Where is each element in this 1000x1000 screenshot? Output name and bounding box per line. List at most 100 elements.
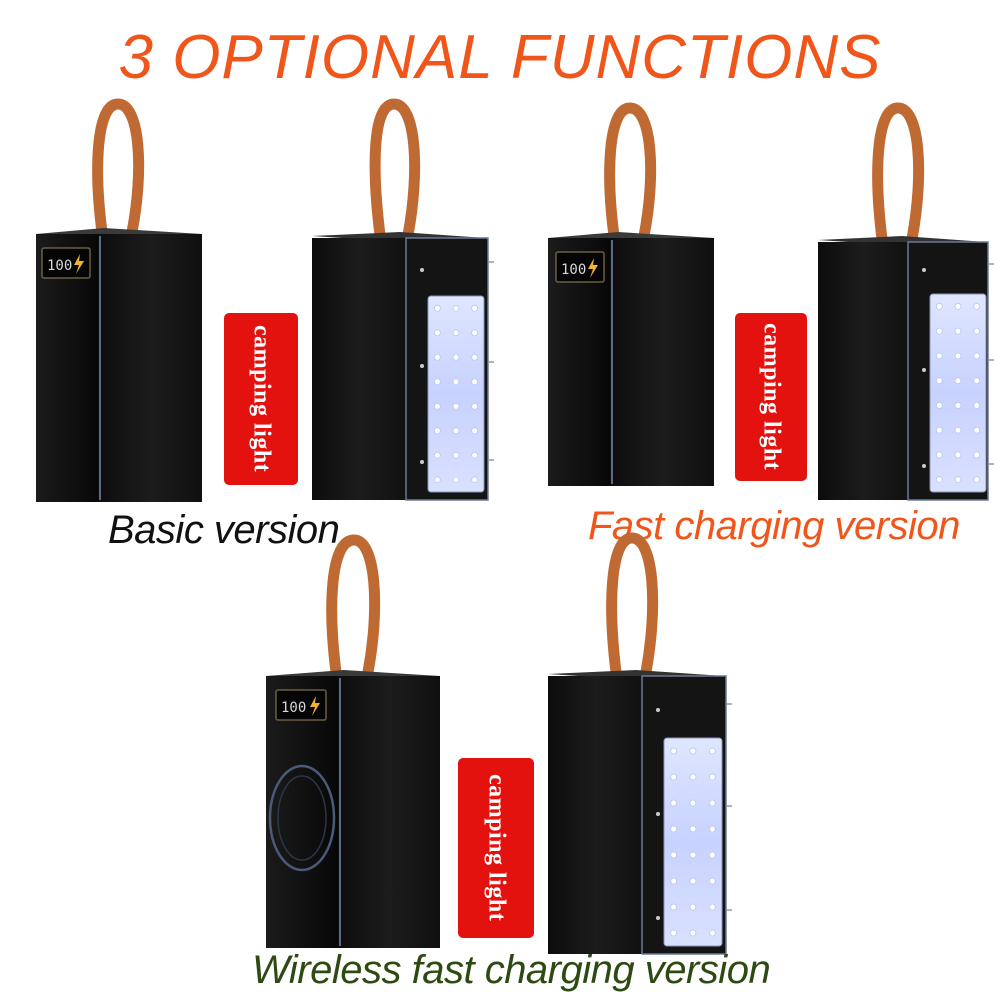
led-dot (433, 402, 441, 410)
camping-light-badge: camping light (458, 758, 534, 938)
charging-bolt-icon (74, 254, 84, 274)
charging-bolt-icon (310, 696, 320, 716)
led-dot (471, 378, 479, 386)
led-grid (670, 747, 716, 937)
power-bank-lamp-open (312, 98, 494, 501)
caption-basic: Basic version (108, 508, 340, 552)
caption-fast-charging: Fast charging version (588, 504, 960, 548)
led-dot (670, 929, 678, 937)
charging-bolt-icon (588, 258, 598, 278)
led-dot (452, 476, 460, 484)
led-dot (471, 402, 479, 410)
power-bank-lamp-open (818, 102, 994, 501)
led-dot (670, 799, 678, 807)
led-dot (471, 304, 479, 312)
led-dot (708, 851, 716, 859)
power-bank-lamp-open (548, 532, 732, 955)
led-dot (935, 302, 943, 310)
led-dot (935, 401, 943, 409)
led-dot (670, 773, 678, 781)
led-dot (973, 401, 981, 409)
strap-icon (92, 98, 145, 238)
led-dot (973, 327, 981, 335)
led-dot (689, 877, 697, 885)
led-dot (452, 304, 460, 312)
led-dot (973, 352, 981, 360)
camping-light-badge: camping light (224, 313, 298, 485)
led-dot (670, 877, 678, 885)
led-grid (433, 304, 479, 484)
led-dot (708, 877, 716, 885)
display-readout: 100 (561, 262, 586, 278)
led-dot (954, 352, 962, 360)
power-bank-front: 100 (36, 98, 202, 502)
led-dot (433, 304, 441, 312)
led-dot (452, 402, 460, 410)
led-dot (954, 377, 962, 385)
led-dot (973, 451, 981, 459)
led-dot (433, 353, 441, 361)
headline: 3 OPTIONAL FUNCTIONS (118, 23, 882, 92)
led-dot (973, 302, 981, 310)
led-dot (954, 426, 962, 434)
caption-wireless: Wireless fast charging version (252, 948, 771, 992)
led-dot (973, 426, 981, 434)
led-dot (471, 329, 479, 337)
led-dot (689, 929, 697, 937)
led-dot (689, 825, 697, 833)
wireless-charging-pad-icon (268, 764, 336, 872)
led-dot (689, 799, 697, 807)
display-readout: 100 (281, 700, 306, 716)
led-dot (708, 773, 716, 781)
led-dot (954, 302, 962, 310)
led-dot (954, 401, 962, 409)
led-dot (935, 476, 943, 484)
led-dot (670, 903, 678, 911)
led-dot (670, 825, 678, 833)
led-dot (973, 377, 981, 385)
led-dot (689, 747, 697, 755)
strap-icon (369, 98, 421, 241)
led-dot (670, 851, 678, 859)
led-dot (433, 427, 441, 435)
strap-icon (604, 102, 657, 242)
led-dot (935, 426, 943, 434)
led-dot (452, 451, 460, 459)
led-dot (433, 476, 441, 484)
led-dot (935, 451, 943, 459)
led-dot (471, 427, 479, 435)
led-dot (471, 476, 479, 484)
led-dot (433, 378, 441, 386)
led-dot (689, 903, 697, 911)
led-dot (670, 747, 678, 755)
led-dot (708, 903, 716, 911)
led-dot (973, 476, 981, 484)
power-bank-wireless-front: 100 (266, 534, 440, 948)
led-dot (433, 329, 441, 337)
led-dot (452, 427, 460, 435)
strap-icon (326, 534, 381, 678)
strap-icon (872, 102, 925, 245)
led-dot (954, 327, 962, 335)
led-dot (689, 773, 697, 781)
led-dot (708, 799, 716, 807)
led-dot (935, 352, 943, 360)
led-dot (708, 747, 716, 755)
led-dot (689, 851, 697, 859)
strap-icon (606, 532, 659, 678)
led-dot (433, 451, 441, 459)
led-dot (935, 377, 943, 385)
led-grid (935, 302, 981, 484)
led-dot (954, 476, 962, 484)
led-dot (452, 329, 460, 337)
display-readout: 100 (47, 258, 72, 274)
power-bank-front: 100 (548, 102, 714, 486)
led-dot (452, 353, 460, 361)
led-dot (471, 451, 479, 459)
led-dot (471, 353, 479, 361)
led-dot (935, 327, 943, 335)
led-dot (452, 378, 460, 386)
led-dot (708, 825, 716, 833)
led-dot (954, 451, 962, 459)
led-dot (708, 929, 716, 937)
